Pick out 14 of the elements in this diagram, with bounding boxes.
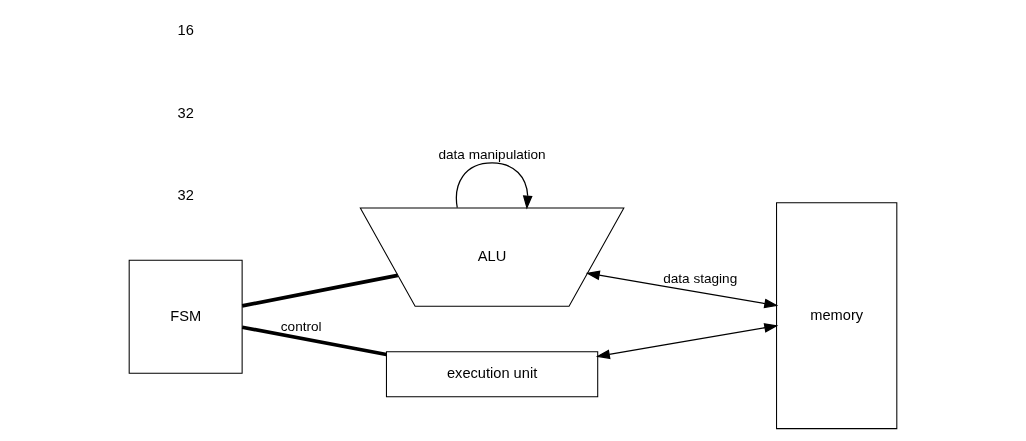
edge-label: control (280, 318, 322, 334)
connector (241, 273, 399, 308)
label: 32 (177, 104, 194, 121)
node-box: execution unit (385, 351, 599, 398)
edge-label: data staging (663, 270, 738, 286)
label: 16 (177, 22, 194, 39)
label: 32 (177, 187, 194, 204)
arrow (595, 323, 779, 360)
node-box: FSM (128, 259, 243, 374)
arrow (585, 270, 779, 309)
node-box: memory (776, 202, 898, 430)
connector (241, 325, 387, 357)
arrow (455, 162, 533, 210)
edge-label: data manipulation (438, 147, 546, 163)
